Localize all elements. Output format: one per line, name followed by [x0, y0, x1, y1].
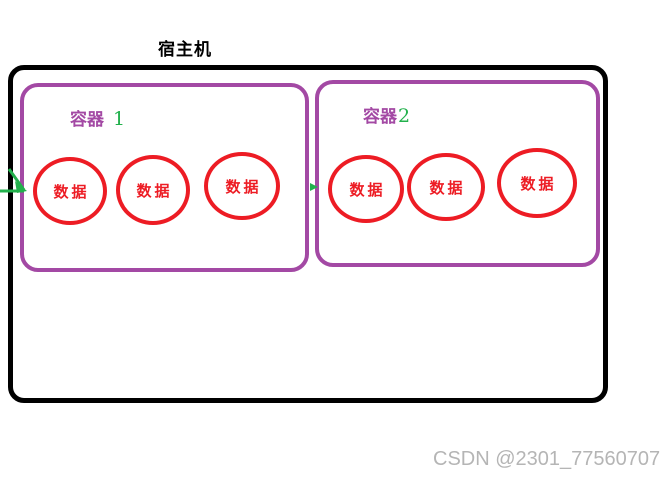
container-2-box: 容器2 数据 数据 数据 — [315, 80, 600, 267]
container-1-label: 容器 1 — [70, 105, 125, 130]
host-title: 宿主机 — [158, 40, 212, 60]
data-volume-circle: 数据 — [33, 157, 107, 225]
container-1-label-text: 容器 — [70, 110, 104, 130]
csdn-watermark: CSDN @2301_77560707 — [433, 448, 661, 470]
container-1-number: 1 — [113, 108, 126, 130]
green-arrowhead-icon — [310, 183, 318, 191]
container-1-box: 容器 1 数据 数据 数据 — [20, 83, 309, 272]
data-volume-label: 数据 — [53, 182, 90, 201]
data-volume-circle: 数据 — [407, 153, 485, 221]
container-2-number: 2 — [398, 105, 411, 127]
container-2-label: 容器2 — [363, 102, 410, 127]
data-volume-label: 数据 — [225, 177, 262, 196]
data-volume-circle: 数据 — [116, 155, 190, 225]
green-arrow-icon — [0, 168, 27, 193]
data-volume-circle: 数据 — [497, 148, 577, 218]
data-volume-label: 数据 — [136, 181, 173, 200]
data-volume-circle: 数据 — [204, 152, 280, 220]
container-2-label-text: 容器 — [363, 107, 397, 127]
data-volume-circle: 数据 — [328, 155, 404, 223]
data-volume-label: 数据 — [520, 174, 557, 193]
data-volume-label: 数据 — [429, 178, 466, 197]
data-volume-label: 数据 — [349, 180, 386, 199]
